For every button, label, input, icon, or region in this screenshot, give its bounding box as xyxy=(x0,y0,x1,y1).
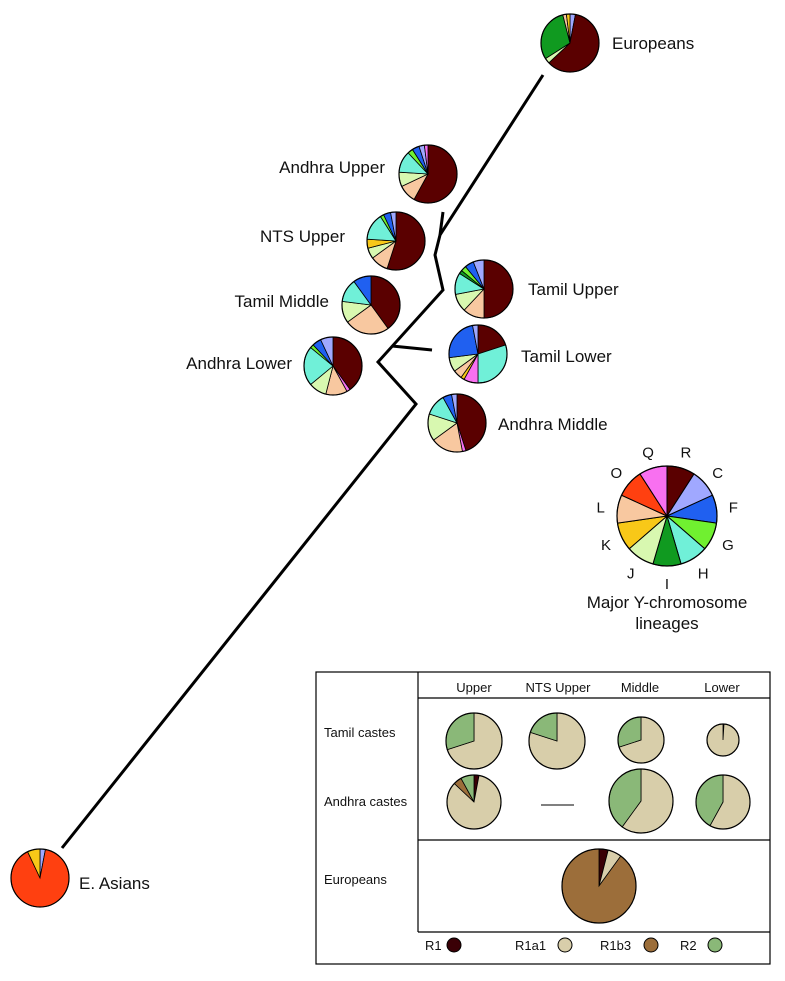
pie-tamil-middle xyxy=(341,275,401,335)
key-pie xyxy=(616,465,718,567)
pie-europeans-outline xyxy=(540,13,600,73)
pie-e-asians-outline xyxy=(10,848,70,908)
pie-andhra-upper-outline xyxy=(398,144,458,204)
table-pie-r1-c0-outline xyxy=(446,774,502,830)
key-label-F: F xyxy=(729,499,738,516)
table-pie-r0-c2 xyxy=(617,716,665,764)
row-label-0: Tamil castes xyxy=(324,725,396,740)
row-label-2: Europeans xyxy=(324,872,387,887)
legend-label-R2: R2 xyxy=(680,938,697,953)
label-andhra-lower: Andhra Lower xyxy=(186,354,292,373)
label-andhra-upper: Andhra Upper xyxy=(279,158,385,177)
pie-andhra-lower xyxy=(303,336,363,396)
label-tamil-middle: Tamil Middle xyxy=(235,292,329,311)
table-pies xyxy=(445,712,751,924)
pie-andhra-middle-outline xyxy=(427,393,487,453)
key-label-K: K xyxy=(601,537,611,554)
key-pie xyxy=(616,465,718,567)
pie-andhra-upper xyxy=(398,144,458,204)
row-label-1: Andhra castes xyxy=(324,794,408,809)
col-header-0: Upper xyxy=(456,680,492,695)
table-headers: Upper NTS Upper Middle Lower xyxy=(456,680,740,695)
pie-tamil-upper xyxy=(454,259,514,319)
pie-tamil-upper-outline xyxy=(454,259,514,319)
table-pie-r1-c3 xyxy=(695,774,751,830)
legend-swatch-R2 xyxy=(707,937,723,953)
table-pie-r0-c3-outline xyxy=(706,723,740,757)
key-label-C: C xyxy=(712,465,723,482)
table-pie-r1-c0 xyxy=(446,774,502,830)
col-header-3: Lower xyxy=(704,680,740,695)
pie-andhra-lower-outline xyxy=(303,336,363,396)
label-europeans: Europeans xyxy=(612,34,694,53)
key-caption-line2: lineages xyxy=(635,614,698,633)
pie-tamil-lower-outline xyxy=(448,324,508,384)
tree-branch-andhra-upper xyxy=(438,211,445,236)
key-label-Q: Q xyxy=(642,445,654,462)
col-header-2: Middle xyxy=(621,680,659,695)
table-pie-r0-c1-outline xyxy=(528,712,586,770)
table-pie-r1-c3-outline xyxy=(695,774,751,830)
pie-tamil-upper-slice-R xyxy=(483,259,514,319)
pie-nts-upper-outline xyxy=(366,211,426,271)
tree-branch-tamil-lower xyxy=(391,344,433,352)
tree-pies xyxy=(10,13,600,908)
table-pie-r1-c2 xyxy=(608,768,674,834)
table-pie-r2-c0-outline xyxy=(561,848,637,924)
haplogroup-key: R CF GH I JK LO Q Major Y-chromosome lineages xyxy=(587,445,748,633)
table-legend: R1 R1a1 R1b3 R2 xyxy=(425,937,723,953)
label-andhra-middle: Andhra Middle xyxy=(498,415,608,434)
key-label-J: J xyxy=(627,565,635,582)
pie-europeans xyxy=(540,13,600,73)
label-tamil-upper: Tamil Upper xyxy=(528,280,619,299)
table-pie-r0-c3 xyxy=(706,723,740,757)
legend-swatch-R1 xyxy=(446,937,462,953)
pie-andhra-middle xyxy=(427,393,487,453)
table-pie-r0-c0 xyxy=(445,712,503,770)
pie-tamil-middle-outline xyxy=(341,275,401,335)
pie-nts-upper xyxy=(366,211,426,271)
col-header-1: NTS Upper xyxy=(525,680,591,695)
label-e-asians: E. Asians xyxy=(79,874,150,893)
table-pie-r1-c2-outline xyxy=(608,768,674,834)
key-label-R: R xyxy=(680,445,691,462)
label-tamil-lower: Tamil Lower xyxy=(521,347,612,366)
table-pie-r0-c0-outline xyxy=(445,712,503,770)
legend-label-R1b3: R1b3 xyxy=(600,938,631,953)
r-lineage-table: Upper NTS Upper Middle Lower Tamil castesAn… xyxy=(315,671,771,965)
key-label-L: L xyxy=(597,499,605,516)
table-pie-r0-c2-outline xyxy=(617,716,665,764)
key-pie-outline xyxy=(616,465,718,567)
key-label-O: O xyxy=(611,465,623,482)
table-pie-r0-c1 xyxy=(528,712,586,770)
key-caption-line1: Major Y-chromosome xyxy=(587,593,748,612)
key-label-G: G xyxy=(722,537,734,554)
pie-tamil-lower xyxy=(448,324,508,384)
legend-swatch-R1a1 xyxy=(557,937,573,953)
table-frame xyxy=(315,671,771,965)
label-nts-upper: NTS Upper xyxy=(260,227,345,246)
key-labels: R CF GH I JK LO Q xyxy=(597,445,738,593)
table-pie-r2-c0 xyxy=(561,848,637,924)
pie-e-asians xyxy=(10,848,70,908)
legend-label-R1: R1 xyxy=(425,938,442,953)
key-label-I: I xyxy=(665,576,669,593)
key-label-H: H xyxy=(698,565,709,582)
legend-label-R1a1: R1a1 xyxy=(515,938,546,953)
legend-swatch-R1b3 xyxy=(643,937,659,953)
